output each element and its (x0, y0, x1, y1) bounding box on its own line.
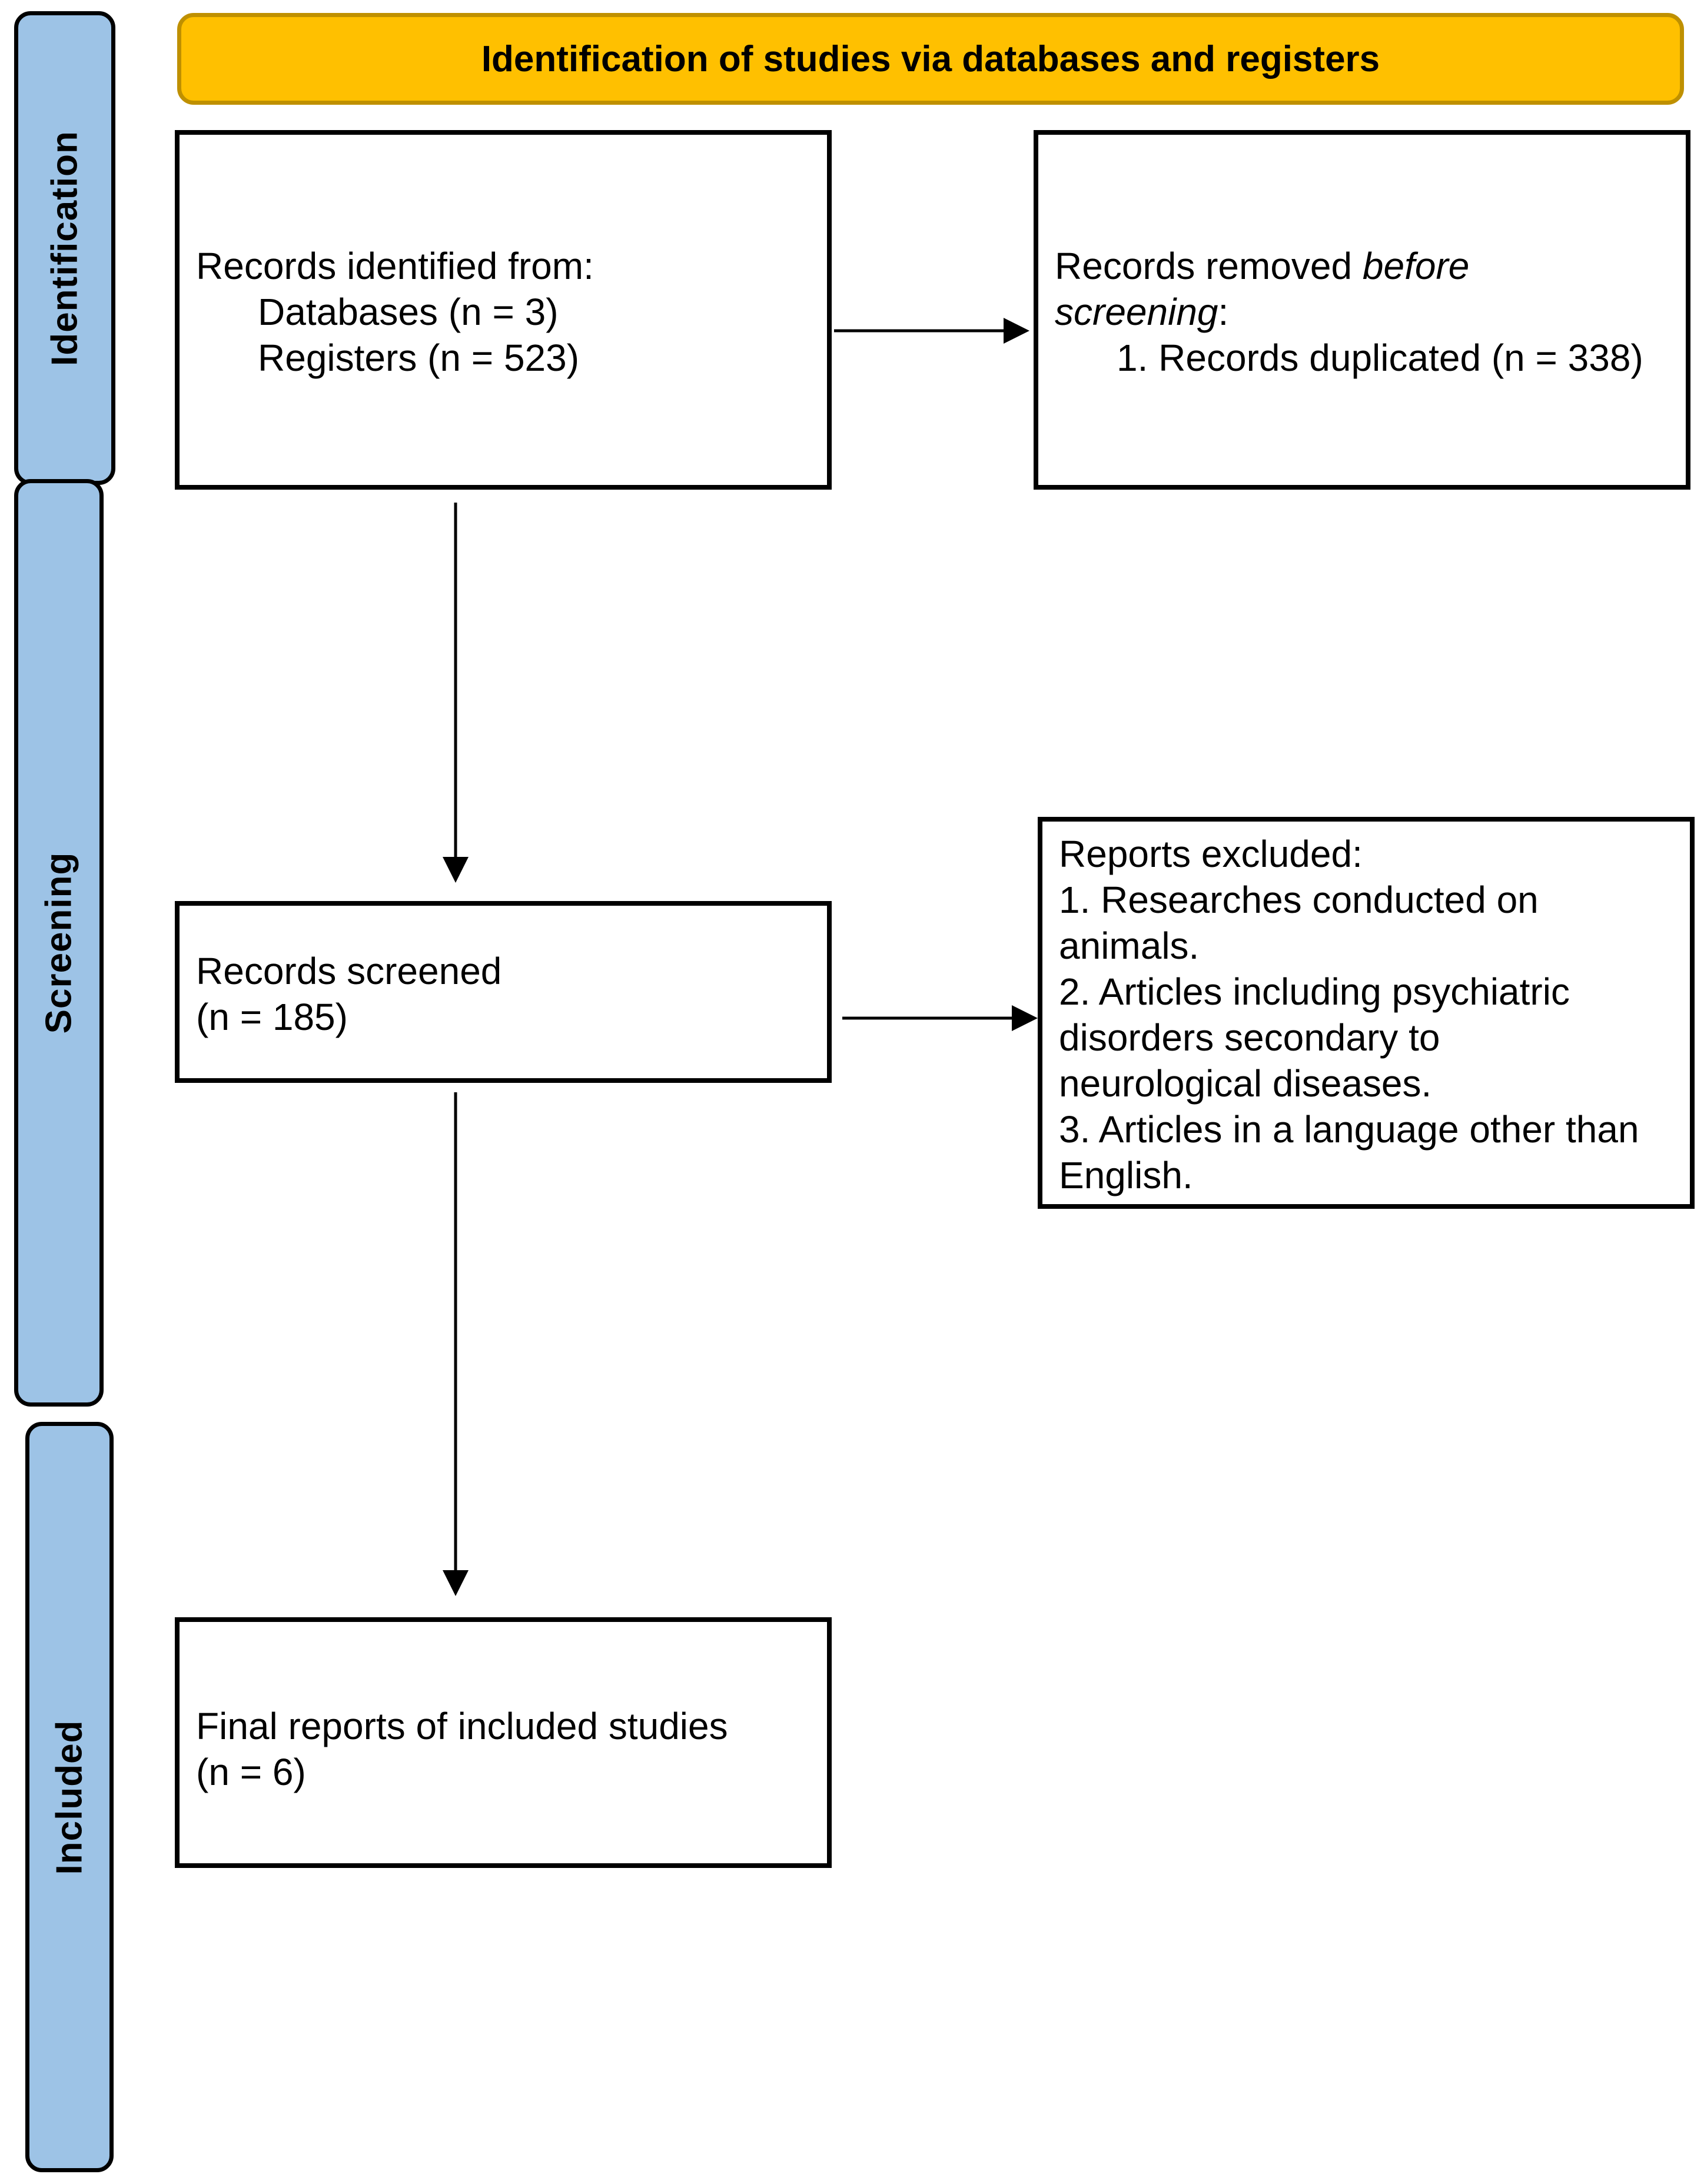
removed-label-italic: screening (1055, 291, 1218, 333)
phase-included: Included (25, 1422, 114, 2172)
excluded-line: neurological diseases. (1059, 1062, 1432, 1105)
excluded-label: Reports excluded: (1059, 833, 1363, 875)
arrowhead (1004, 318, 1029, 344)
phase-screening: Screening (14, 479, 104, 1407)
arrowhead (1012, 1005, 1038, 1031)
excluded-line: 1. Researches conducted on (1059, 879, 1539, 921)
registers-count: Registers (n = 523) (258, 337, 580, 379)
records-identified-box: Records identified from: Databases (n = … (175, 130, 832, 490)
arrowhead (443, 857, 469, 883)
phase-identification: Identification (14, 11, 115, 485)
duplicates-count: 1. Records duplicated (n = 338) (1117, 337, 1643, 379)
included-label: Final reports of included studies (196, 1705, 728, 1747)
included-count: (n = 6) (196, 1751, 306, 1793)
section-header: Identification of studies via databases … (177, 13, 1684, 105)
excluded-line: English. (1059, 1154, 1193, 1196)
removed-label: Records removed (1055, 245, 1363, 287)
removed-label: : (1218, 291, 1229, 333)
excluded-line: 3. Articles in a language other than (1059, 1108, 1639, 1151)
arrowhead (443, 1570, 469, 1596)
identified-label: Records identified from: (196, 245, 594, 287)
reports-excluded-box: Reports excluded: 1. Researches conducte… (1038, 817, 1695, 1209)
records-screened-box: Records screened (n = 185) (175, 901, 832, 1083)
screened-count: (n = 185) (196, 996, 348, 1038)
databases-count: Databases (n = 3) (258, 291, 559, 333)
excluded-line: disorders secondary to (1059, 1016, 1440, 1059)
removed-label-italic: before (1362, 245, 1470, 287)
excluded-line: animals. (1059, 925, 1200, 967)
screened-label: Records screened (196, 950, 502, 992)
included-studies-box: Final reports of included studies (n = 6… (175, 1617, 832, 1868)
records-removed-box: Records removed before screening: 1. Rec… (1034, 130, 1690, 490)
excluded-line: 2. Articles including psychiatric (1059, 970, 1570, 1013)
